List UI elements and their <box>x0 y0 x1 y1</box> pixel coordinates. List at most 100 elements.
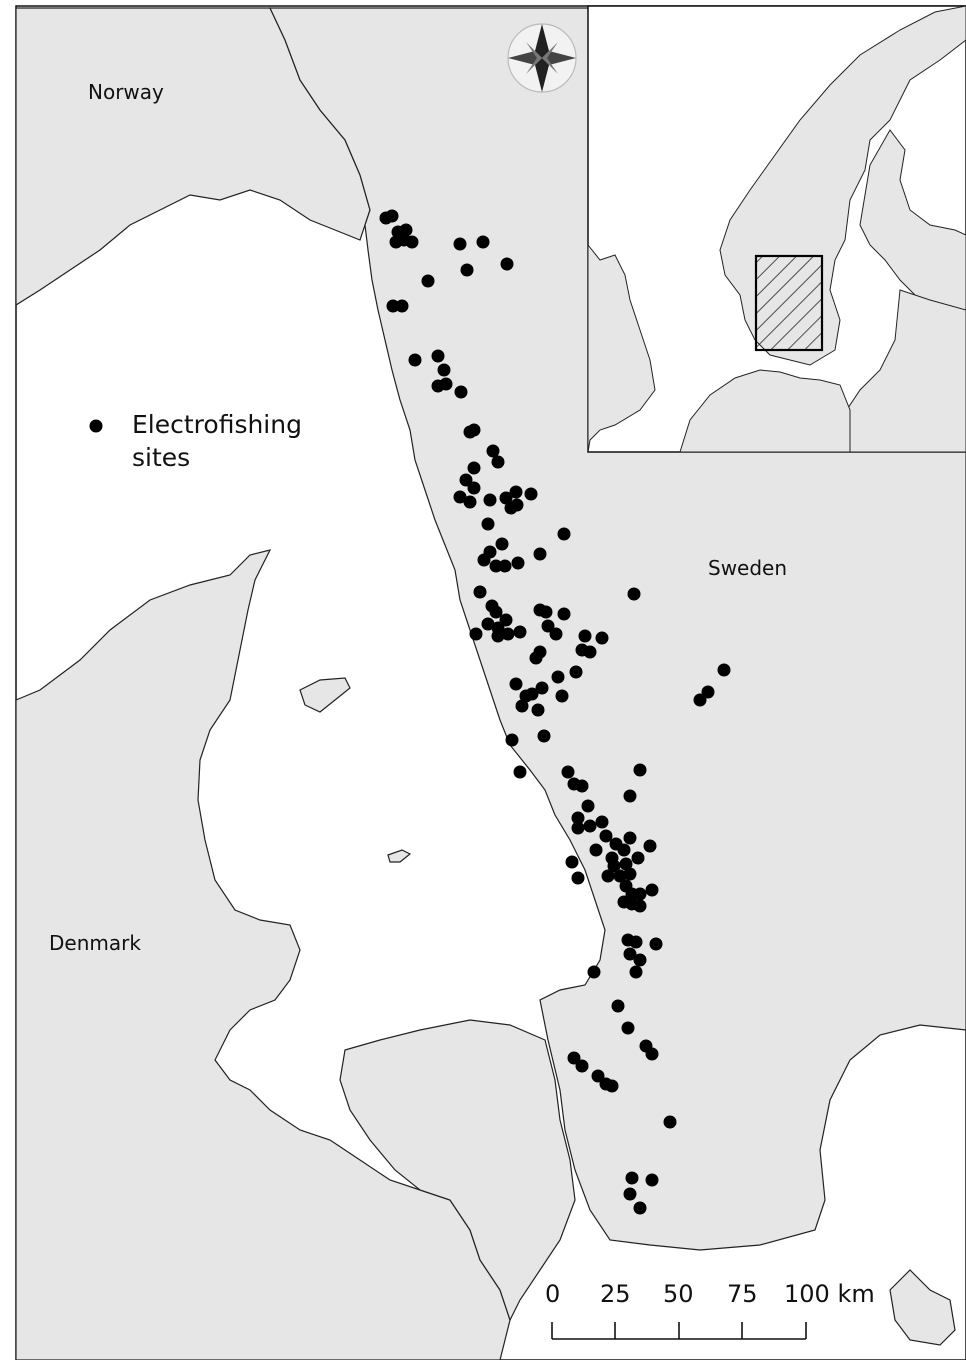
electrofishing-site-marker <box>601 869 615 883</box>
electrofishing-site-marker <box>489 605 503 619</box>
electrofishing-site-marker <box>460 263 474 277</box>
electrofishing-site-marker <box>591 1069 605 1083</box>
electrofishing-site-marker <box>595 631 609 645</box>
electrofishing-site-marker <box>481 517 495 531</box>
electrofishing-site-marker <box>575 779 589 793</box>
electrofishing-site-marker <box>513 625 527 639</box>
electrofishing-site-marker <box>701 685 715 699</box>
electrofishing-site-marker <box>555 689 569 703</box>
electrofishing-site-marker <box>467 461 481 475</box>
electrofishing-site-marker <box>571 821 585 835</box>
inset-land-europe <box>679 369 851 453</box>
electrofishing-site-marker <box>571 871 585 885</box>
electrofishing-site-marker <box>483 493 497 507</box>
electrofishing-site-marker <box>575 1059 589 1073</box>
electrofishing-site-marker <box>645 1047 659 1061</box>
electrofishing-site-marker <box>501 627 515 641</box>
electrofishing-site-marker <box>385 209 399 223</box>
electrofishing-site-marker <box>476 235 490 249</box>
electrofishing-site-marker <box>645 883 659 897</box>
electrofishing-site-marker <box>489 559 503 573</box>
scale-bar: 0 25 50 75 100 km <box>545 1280 875 1340</box>
electrofishing-site-marker <box>509 677 523 691</box>
electrofishing-site-marker <box>405 235 419 249</box>
electrofishing-site-marker <box>633 1201 647 1215</box>
electrofishing-site-marker <box>431 349 445 363</box>
electrofishing-site-marker <box>629 935 643 949</box>
electrofishing-site-marker <box>605 1079 619 1093</box>
electrofishing-site-marker <box>581 799 595 813</box>
electrofishing-site-marker <box>510 498 524 512</box>
electrofishing-site-marker <box>571 811 585 825</box>
electrofishing-site-marker <box>395 299 409 313</box>
electrofishing-site-marker <box>509 485 523 499</box>
electrofishing-site-marker <box>454 385 468 399</box>
island-bornholm <box>889 1269 956 1346</box>
electrofishing-site-marker <box>633 887 647 901</box>
inset-land-britain <box>587 243 656 453</box>
electrofishing-site-marker <box>477 553 491 567</box>
label-denmark: Denmark <box>49 931 141 955</box>
electrofishing-site-marker <box>498 559 512 573</box>
electrofishing-site-marker <box>625 1171 639 1185</box>
electrofishing-site-marker <box>589 843 603 857</box>
electrofishing-site-marker <box>569 665 583 679</box>
scale-tick-25: 25 <box>600 1280 631 1308</box>
island-anholt <box>387 849 412 863</box>
electrofishing-site-marker <box>525 687 539 701</box>
electrofishing-site-marker <box>633 899 647 913</box>
electrofishing-site-marker <box>495 537 509 551</box>
electrofishing-site-marker <box>627 587 641 601</box>
electrofishing-site-marker <box>629 965 643 979</box>
electrofishing-site-marker <box>491 455 505 469</box>
electrofishing-site-marker <box>595 815 609 829</box>
electrofishing-site-marker <box>529 651 543 665</box>
electrofishing-site-marker <box>717 663 731 677</box>
electrofishing-site-marker <box>533 547 547 561</box>
electrofishing-site-marker <box>386 299 400 313</box>
legend-label-line2: sites <box>132 443 190 472</box>
study-area-box <box>754 254 824 352</box>
legend-label-line1: Electrofishing <box>132 410 302 439</box>
electrofishing-site-marker <box>459 473 473 487</box>
electrofishing-site-marker <box>613 869 627 883</box>
electrofishing-site-marker <box>551 670 565 684</box>
electrofishing-site-marker <box>505 733 519 747</box>
scale-tick-50: 50 <box>663 1280 694 1308</box>
electrofishing-site-marker <box>643 839 657 853</box>
electrofishing-site-marker <box>499 613 513 627</box>
island-laeso <box>299 677 351 713</box>
electrofishing-site-marker <box>557 527 571 541</box>
electrofishing-site-marker <box>633 953 647 967</box>
label-norway: Norway <box>88 80 164 104</box>
electrofishing-site-marker <box>467 481 481 495</box>
inset-map <box>587 5 966 453</box>
electrofishing-site-marker <box>633 763 647 777</box>
land-zealand <box>339 1019 576 1322</box>
scale-tick-75: 75 <box>727 1280 758 1308</box>
electrofishing-site-marker <box>469 627 483 641</box>
electrofishing-site-marker <box>631 851 645 865</box>
electrofishing-site-marker <box>607 859 621 873</box>
electrofishing-site-marker <box>663 1115 677 1129</box>
compass-rose-icon <box>507 23 577 93</box>
electrofishing-site-marker <box>399 223 413 237</box>
legend: Electrofishing sites <box>89 410 302 472</box>
electrofishing-site-marker <box>511 556 525 570</box>
electrofishing-site-marker <box>623 789 637 803</box>
electrofishing-site-marker <box>561 765 575 779</box>
electrofishing-site-marker <box>513 765 527 779</box>
electrofishing-site-marker <box>535 681 549 695</box>
electrofishing-site-marker <box>623 867 637 881</box>
electrofishing-site-marker <box>500 257 514 271</box>
electrofishing-site-marker <box>463 495 477 509</box>
electrofishing-site-marker <box>408 353 422 367</box>
electrofishing-site-marker <box>389 235 403 249</box>
electrofishing-site-marker <box>621 1021 635 1035</box>
electrofishing-site-marker <box>539 605 553 619</box>
electrofishing-site-marker <box>587 965 601 979</box>
electrofishing-site-marker <box>481 617 495 631</box>
electrofishing-site-marker <box>599 829 613 843</box>
electrofishing-site-marker <box>557 607 571 621</box>
